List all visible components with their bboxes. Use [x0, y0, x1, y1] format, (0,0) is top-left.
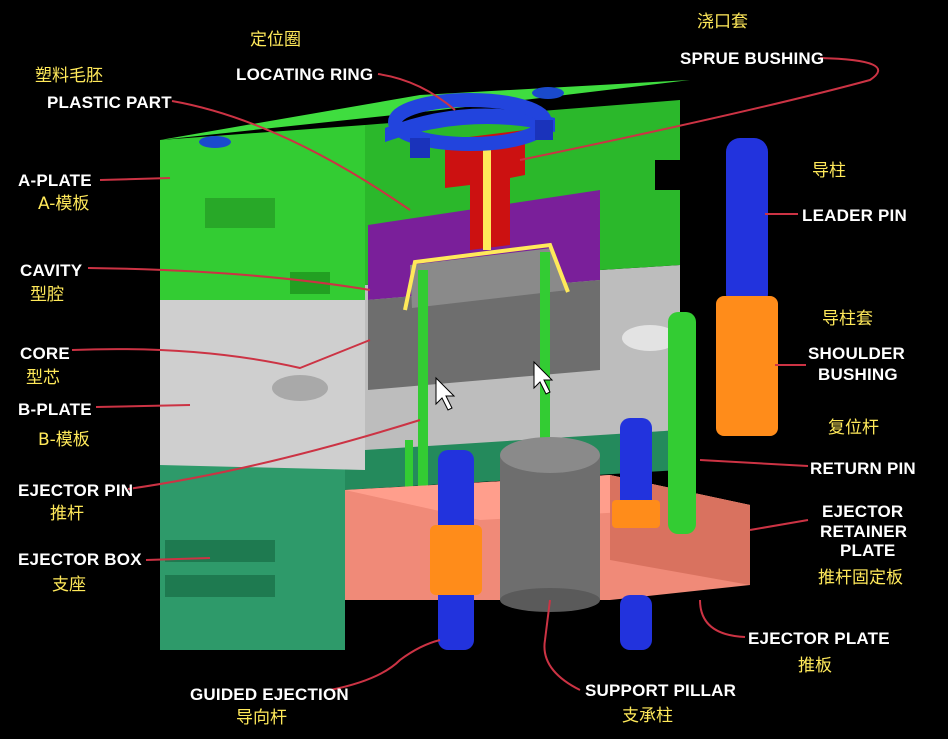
leader-pin-shape: [716, 138, 778, 436]
cavity-label-zh: 型腔: [30, 285, 64, 305]
sprue-bushing-label: SPRUE BUSHING: [680, 49, 825, 68]
ejector-retainer-plate-label-2: RETAINER: [820, 522, 908, 541]
return-pin-shape: [668, 312, 696, 534]
leader-lines: [71, 57, 880, 691]
a-plate-label-zh: A-模板: [38, 194, 90, 214]
leader-pin-label-zh: 导柱: [812, 161, 846, 181]
ejector-box-label-zh: 支座: [52, 575, 86, 595]
support-pillar-label-zh: 支承柱: [622, 706, 673, 726]
ejector-retainer-plate-label-3: PLATE: [840, 541, 896, 560]
ejector-pin-label: EJECTOR PIN: [18, 481, 134, 500]
shoulder-bushing-label-1: SHOULDER: [808, 344, 905, 363]
guided-ejection-label: GUIDED EJECTION: [190, 685, 349, 704]
sprue-bushing-label-zh: 浇口套: [697, 12, 748, 32]
return-pin-label-zh: 复位杆: [828, 418, 879, 438]
a-plate-label: A-PLATE: [18, 171, 92, 190]
core-label-zh: 型芯: [26, 368, 60, 388]
ejector-retainer-plate-label-zh: 推杆固定板: [818, 568, 903, 588]
shoulder-bushing-label-zh: 导柱套: [822, 309, 873, 329]
guided-ejection-label-zh: 导向杆: [236, 708, 287, 728]
leader-pin-label: LEADER PIN: [802, 206, 907, 225]
ejector-pin-label-zh: 推杆: [50, 504, 84, 524]
guided-ejection-shape: [430, 450, 482, 650]
ejector-plate-label-zh: 推板: [798, 656, 832, 676]
ejector-retainer-plate-label-1: EJECTOR: [822, 502, 904, 521]
plastic-part-label-zh: 塑料毛胚: [35, 66, 103, 86]
support-pillar-shape: [500, 437, 600, 612]
shoulder-bushing-label-2: BUSHING: [818, 365, 898, 384]
ejector-pins: [405, 252, 550, 510]
cursor-icons: [435, 360, 554, 411]
cavity-label: CAVITY: [20, 261, 83, 280]
plastic-part-label: PLASTIC PART: [47, 93, 172, 112]
core-label: CORE: [20, 344, 70, 363]
sprue-bushing-shape: [445, 130, 525, 250]
b-plate-label: B-PLATE: [18, 400, 92, 419]
core-top: [410, 248, 568, 308]
plastic-part-outline: [403, 242, 570, 311]
support-pillar-label: SUPPORT PILLAR: [585, 681, 737, 700]
locating-ring-label-zh: 定位圈: [250, 30, 301, 50]
return-pin-label: RETURN PIN: [810, 459, 916, 478]
b-plate-label-zh: B-模板: [38, 430, 90, 450]
locating-ring-label: LOCATING RING: [236, 65, 374, 84]
ejector-box-label: EJECTOR BOX: [18, 550, 142, 569]
ejector-plate-label: EJECTOR PLATE: [748, 629, 890, 648]
locating-ring-shape: [385, 93, 555, 158]
guide-pin-small: [612, 418, 660, 650]
